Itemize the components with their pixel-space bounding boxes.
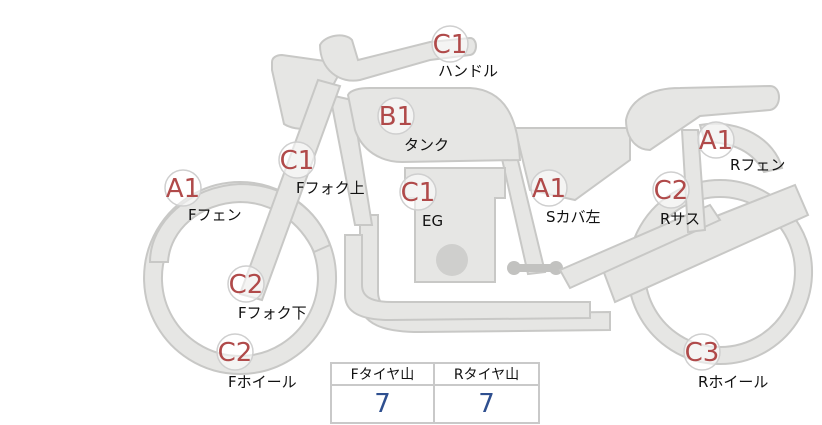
rear-tire-value: 7	[478, 389, 495, 419]
seat-shape	[624, 84, 780, 152]
grade-text-s-cover-l: A1	[532, 174, 566, 204]
grade-badge-s-cover-l	[530, 169, 568, 207]
part-label-f-fork-low: Fフォク下	[238, 304, 307, 322]
tire-tread-table: Fタイヤ山 Rタイヤ山 7 7	[330, 362, 540, 424]
grade-badge-handle	[431, 25, 469, 63]
part-label-r-wheel: Rホイール	[698, 373, 768, 391]
front-fork-shape	[238, 78, 342, 302]
grade-text-f-fork-up: C1	[280, 146, 315, 176]
grade-text-tank: B1	[379, 102, 413, 132]
grade-badge-f-fender	[164, 169, 202, 207]
engine-cover-shape	[436, 244, 468, 276]
footpeg-end-shape	[507, 261, 521, 275]
grade-badge-engine	[399, 173, 437, 211]
grade-text-f-fork-low: C2	[229, 270, 264, 300]
footpeg-end2-shape	[549, 261, 563, 275]
part-label-f-wheel: Fホイール	[228, 373, 297, 391]
part-label-f-fork-up: Fフォク上	[296, 179, 365, 197]
part-tank: B1 タンク	[377, 97, 449, 154]
grade-text-r-wheel: C3	[685, 338, 720, 368]
part-label-engine: EG	[422, 212, 443, 230]
frame-shape	[328, 93, 374, 226]
grade-text-r-fender: A1	[699, 126, 733, 156]
grade-text-f-wheel: C2	[218, 338, 253, 368]
footpeg-shape	[512, 264, 560, 272]
grade-badge-r-sus	[652, 171, 690, 209]
part-label-s-cover-l: Sカバ左	[546, 208, 601, 226]
part-label-r-fender: Rフェン	[730, 156, 785, 174]
grade-text-engine: C1	[401, 178, 436, 208]
part-label-r-sus: Rサス	[660, 210, 700, 228]
grade-text-f-fender: A1	[166, 174, 200, 204]
swingarm-shape	[558, 203, 722, 290]
grade-badge-f-wheel	[216, 333, 254, 371]
motorcycle-illustration	[143, 34, 814, 375]
grade-badge-r-fender	[697, 121, 735, 159]
muffler-shape	[598, 183, 810, 304]
part-label-tank: タンク	[404, 136, 449, 154]
grade-text-handle: C1	[433, 30, 468, 60]
grade-badge-r-wheel	[683, 333, 721, 371]
front-tire-value: 7	[332, 386, 435, 422]
rear-tire-header: Rタイヤ山	[435, 364, 538, 386]
front-tire-header: Fタイヤ山	[332, 364, 435, 386]
part-label-f-fender: Fフェン	[188, 206, 242, 224]
exhaust-pipe2-shape	[344, 234, 591, 322]
grade-badge-tank	[377, 97, 415, 135]
grade-badge-f-fork-low	[227, 265, 265, 303]
part-handle: C1 ハンドル	[431, 25, 498, 80]
grade-text-r-sus: C2	[654, 176, 689, 206]
part-label-handle: ハンドル	[438, 62, 498, 80]
grade-badge-f-fork-up	[278, 141, 316, 179]
